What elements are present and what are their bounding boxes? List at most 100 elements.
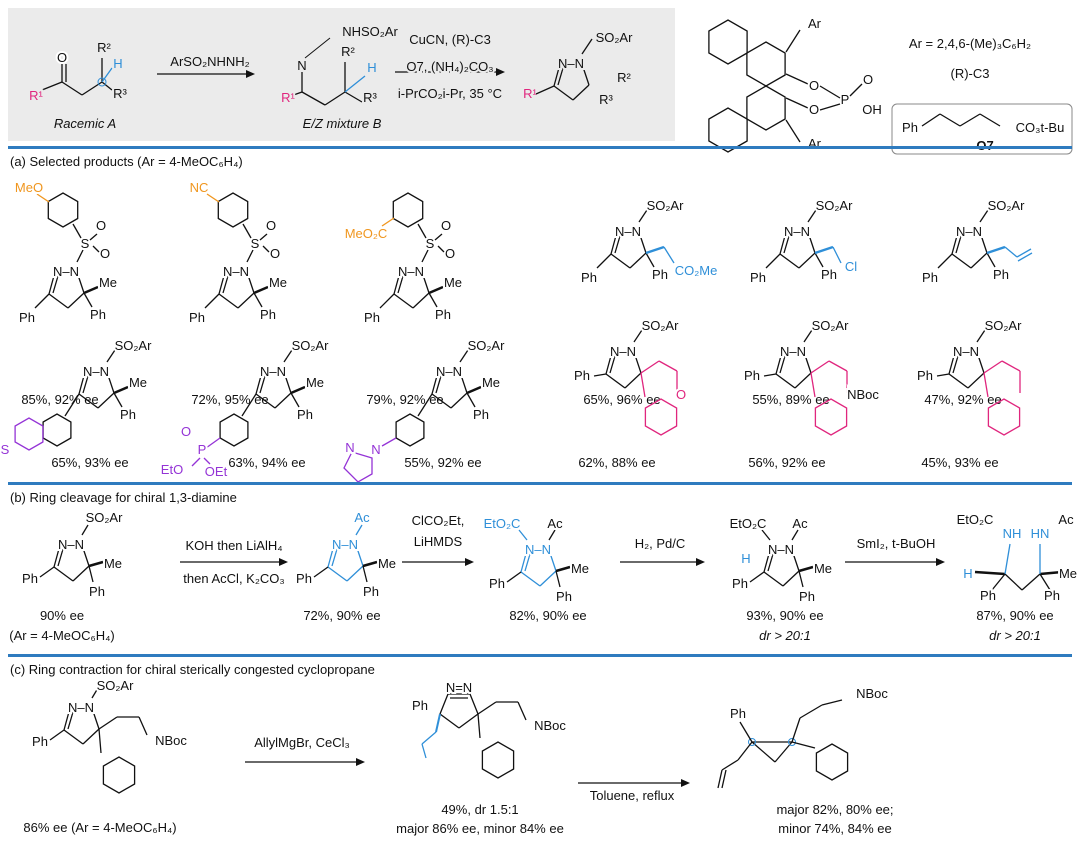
label: O xyxy=(266,218,276,233)
bond xyxy=(412,292,430,309)
label: SO₂Ar xyxy=(86,510,124,525)
arrowhead-icon xyxy=(356,758,365,766)
label: SO₂Ar xyxy=(816,198,854,213)
bond xyxy=(832,246,842,264)
yield-label: 65%, 93% ee xyxy=(51,455,128,470)
label: R¹ xyxy=(281,90,295,105)
pyrazoline-nn: N–N xyxy=(68,700,94,715)
benzene-ring xyxy=(708,19,748,65)
label: Ph xyxy=(32,734,48,749)
bond xyxy=(645,252,655,268)
label: P xyxy=(198,442,207,457)
substituent-label: MeO xyxy=(15,180,43,195)
bond xyxy=(1021,573,1041,591)
bond xyxy=(301,91,326,106)
bond xyxy=(101,81,113,91)
bond xyxy=(34,293,50,309)
bond xyxy=(72,565,90,582)
bond xyxy=(610,231,618,255)
bond xyxy=(955,235,962,254)
bond xyxy=(798,252,816,269)
pyrazoline-nn: N–N xyxy=(58,537,84,552)
arrowhead-icon xyxy=(496,68,505,76)
benzene-ring xyxy=(814,398,848,436)
section-title: (b) Ring cleavage for chiral 1,3-diamine xyxy=(10,490,237,505)
bond xyxy=(437,245,445,253)
condition-text: O7, (NH₄)₂CO₃ xyxy=(406,59,493,74)
pyrazoline-nn: N–N xyxy=(780,344,806,359)
bond xyxy=(799,704,823,719)
bond xyxy=(819,103,841,111)
bond xyxy=(83,285,99,295)
bond xyxy=(237,292,255,309)
bond xyxy=(78,371,86,395)
bond xyxy=(417,393,433,417)
conditions-panel xyxy=(8,8,675,141)
bond xyxy=(624,372,642,389)
bond xyxy=(81,524,89,536)
bond xyxy=(807,209,817,223)
label: S xyxy=(81,236,90,251)
bond xyxy=(92,245,100,253)
bond xyxy=(524,553,531,572)
section-divider xyxy=(8,482,1072,485)
label: O7 xyxy=(976,138,993,153)
bond xyxy=(976,329,986,343)
label: N xyxy=(297,58,306,73)
bond xyxy=(979,209,989,223)
bond xyxy=(64,393,80,417)
bond xyxy=(439,713,460,729)
label: Ph xyxy=(22,571,38,586)
arrowhead-icon xyxy=(696,558,705,566)
label: SO₂Ar xyxy=(985,318,1023,333)
bond xyxy=(751,741,776,763)
label: ClCO₂Et, xyxy=(412,513,465,528)
bond xyxy=(39,566,55,578)
label: AllylMgBr, CeCl₃ xyxy=(254,735,350,750)
label: HN xyxy=(1031,526,1050,541)
arrowhead-icon xyxy=(279,558,288,566)
bond xyxy=(477,701,497,715)
bond xyxy=(253,285,269,295)
label: NBoc xyxy=(856,686,888,701)
bond xyxy=(458,713,479,729)
yield-label: 49%, dr 1.5:1 xyxy=(441,802,518,817)
bond xyxy=(431,371,439,395)
bond xyxy=(640,372,646,398)
bond xyxy=(88,560,104,568)
bond xyxy=(633,329,643,343)
bond xyxy=(581,38,593,55)
label: SO₂Ar xyxy=(642,318,680,333)
label: P xyxy=(841,92,850,107)
yield-label: 47%, 92% ee xyxy=(924,392,1001,407)
label: Ph xyxy=(1044,588,1060,603)
yield-label: 45%, 93% ee xyxy=(921,455,998,470)
bond xyxy=(241,393,257,417)
bond xyxy=(991,573,1006,591)
label: Me xyxy=(129,375,147,390)
bond xyxy=(98,716,118,730)
label: EtO xyxy=(161,462,183,477)
bond xyxy=(459,371,468,394)
bond xyxy=(629,252,647,269)
bond xyxy=(206,193,220,203)
label: Ph xyxy=(917,368,933,383)
stereocenter-marker xyxy=(97,77,107,87)
bond xyxy=(57,548,64,567)
label: then AcCl, K₂CO₃ xyxy=(183,571,284,586)
label: R² xyxy=(617,70,631,85)
label: Ph xyxy=(120,407,136,422)
bond xyxy=(428,285,444,295)
bond xyxy=(658,360,678,372)
bond xyxy=(459,349,469,363)
arrowhead-icon xyxy=(681,779,690,787)
bond xyxy=(774,741,793,763)
bond xyxy=(259,233,268,241)
label: O xyxy=(809,78,819,93)
label: Ph xyxy=(732,576,748,591)
bond xyxy=(393,293,414,309)
bond xyxy=(749,571,765,583)
label: N xyxy=(371,442,380,457)
bond xyxy=(645,245,665,255)
label: Ph xyxy=(581,270,597,285)
